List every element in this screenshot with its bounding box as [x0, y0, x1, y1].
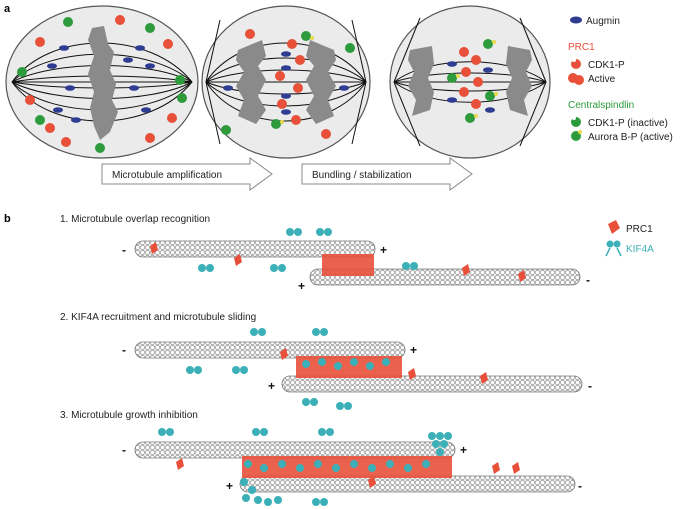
legend-b-kif4a: KIF4A: [626, 244, 654, 255]
cell-3-augmin: [447, 61, 495, 113]
prc1-diamond: [492, 462, 500, 474]
augmin-icon: [570, 16, 582, 24]
step-3-kif4a: [158, 428, 452, 506]
legend-augmin: Augmin: [586, 16, 620, 27]
prc1-active-icon-2: [574, 75, 584, 85]
step-2-plus-bottom: +: [268, 379, 275, 393]
prc1-diamond-icon: [608, 220, 620, 234]
panel-b-label: b: [4, 213, 11, 225]
cell-2-centralspindlin: [221, 31, 355, 135]
step-3-plus-bottom: +: [226, 479, 233, 493]
cell-1-prc1: [25, 15, 177, 147]
step-2-minus-top: -: [122, 343, 126, 357]
cell-2-prc1: [245, 29, 331, 139]
step-2-mt-top: [134, 341, 406, 359]
prc1-diamond: [480, 372, 488, 384]
cell-3-centralspindlin: [447, 39, 498, 123]
step-1-minus-top: -: [122, 243, 126, 257]
prc1-diamond: [512, 462, 520, 474]
cell-3: [389, 5, 551, 159]
legend-prc1-cdk1p: CDK1-P: [588, 60, 625, 71]
step-1-minus-bottom: -: [586, 273, 590, 287]
arrow-label-bundling: Bundling / stabilization: [312, 170, 412, 181]
cell-2: [201, 5, 371, 159]
cell-3-chromosomes-right: [506, 46, 532, 116]
legend-b-prc1: PRC1: [626, 224, 653, 235]
arrow-microtubule-amplification: Microtubule amplification: [101, 157, 273, 191]
cell-1-centralspindlin: [17, 17, 187, 153]
step-3-minus-top: -: [122, 443, 126, 457]
cell-2-augmin: [223, 51, 349, 115]
cell-2-chromosomes-left: [236, 40, 266, 124]
step-1-microtubules: - + + -: [122, 228, 590, 293]
prc1-diamond: [518, 270, 526, 282]
prc1-diamond: [368, 476, 376, 488]
prc1-diamond: [150, 242, 158, 254]
step-2-title: 2. KIF4A recruitment and microtubule sli…: [60, 312, 256, 323]
step-1-mt-top: [134, 240, 376, 258]
arrow-label-amplification: Microtubule amplification: [112, 170, 222, 181]
step-2-kif4a: [186, 328, 390, 410]
step-1-prc1-overlap: [322, 254, 374, 276]
cell-2-chromosomes-right: [306, 40, 336, 124]
step-2-plus-top: +: [410, 343, 417, 357]
step-1-kif4a: [198, 228, 418, 272]
step-3-title: 3. Microtubule growth inhibition: [60, 410, 198, 421]
step-1-plus-top: +: [380, 243, 387, 257]
phospho-dot-icon: [572, 58, 576, 62]
step-3-microtubules: - + + -: [122, 428, 582, 506]
prc1-diamond: [176, 458, 184, 470]
prc1-diamond: [408, 368, 416, 380]
centralspindlin-aurora-icon: [571, 131, 581, 141]
prc1-diamond: [280, 348, 288, 360]
step-3-mt-top: [134, 441, 456, 459]
panel-a-label: a: [4, 3, 11, 15]
cell-1-augmin: [47, 45, 155, 123]
cell-1: [5, 5, 199, 159]
legend-cs-cdk1p: CDK1-P (inactive): [588, 118, 668, 129]
legend-prc1-title: PRC1: [568, 42, 595, 53]
step-2-mt-bottom: [281, 375, 583, 393]
legend-panel-a: Augmin PRC1 CDK1-P Active Centralspindli…: [568, 16, 673, 143]
prc1-diamond: [234, 254, 242, 266]
step-2-microtubules: - + + -: [122, 328, 592, 410]
arrow-bundling-stabilization: Bundling / stabilization: [301, 157, 473, 191]
step-3-mt-bottom: [239, 475, 576, 493]
aurora-dot-icon: [578, 130, 582, 134]
cell-3-chromosomes-left: [408, 46, 434, 116]
step-3-minus-bottom: -: [578, 479, 582, 493]
legend-cs-aurora: Aurora B-P (active): [588, 132, 673, 143]
step-3-prc1-overlap: [242, 456, 452, 478]
step-2-minus-bottom: -: [588, 379, 592, 393]
cell-3-prc1: [459, 47, 483, 109]
legend-centralspindlin-title: Centralspindlin: [568, 100, 634, 111]
prc1-diamond: [462, 264, 470, 276]
step-3-plus-top: +: [460, 443, 467, 457]
step-1-plus-bottom: +: [298, 279, 305, 293]
phospho-dot-icon-2: [572, 116, 576, 120]
step-1-title: 1. Microtubule overlap recognition: [60, 214, 210, 225]
legend-prc1-active: Active: [588, 74, 616, 85]
legend-panel-b: PRC1 KIF4A: [605, 220, 654, 257]
cell-1-chromosomes: [88, 26, 118, 140]
kif4a-icon: [605, 240, 622, 257]
step-1-mt-bottom: [309, 268, 581, 286]
